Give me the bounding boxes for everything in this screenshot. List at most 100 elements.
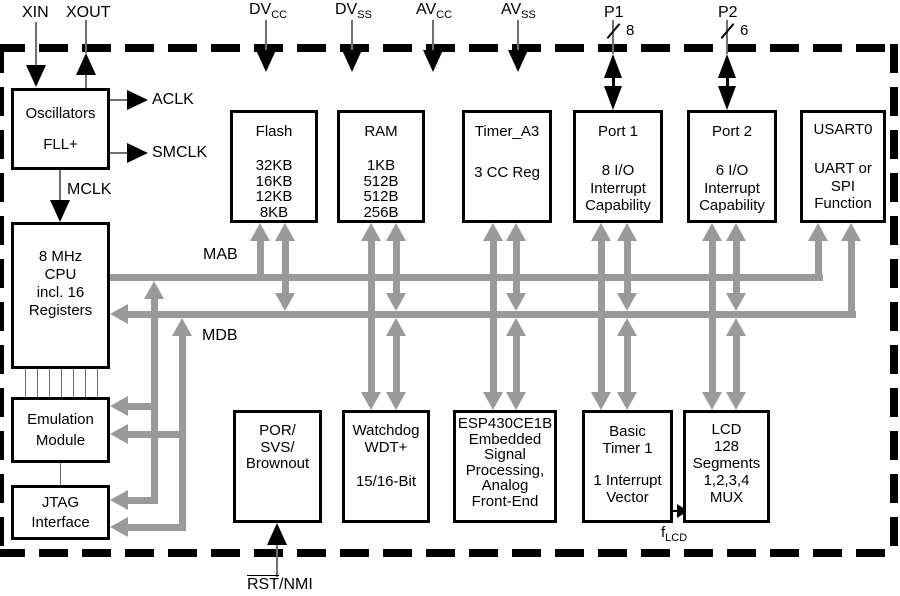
- dvcc-arrowhead-down: [256, 50, 276, 72]
- cpu-emulation-wire: [61, 369, 62, 397]
- timer-a3-title: Timer_A3: [474, 123, 540, 140]
- port1-mdb-arrowhead-up: [617, 223, 637, 241]
- avcc-pin-label: AVCC: [416, 1, 453, 21]
- emulation-module-block: Emulation Module: [11, 397, 110, 463]
- lcd-mdb-arrowhead-up: [726, 318, 746, 336]
- oscillators-block: Oscillators FLL+: [11, 88, 110, 170]
- mdb-usart0-arrowhead-up: [841, 223, 861, 241]
- p1-bus-width: 8: [626, 22, 635, 39]
- flash-mdb-shaft: [282, 241, 289, 293]
- p2-arrowhead-up: [718, 54, 736, 78]
- avcc-line: [432, 20, 434, 50]
- jtag-arrowhead-left-2: [110, 517, 128, 537]
- por-svs-brownout-block: POR/ SVS/ Brownout: [233, 410, 322, 523]
- p2-pin-label: P2: [718, 4, 738, 21]
- ram-mdb-arrowhead-down: [386, 293, 406, 311]
- emu-mab-drop: [151, 297, 158, 504]
- xout-line-upper: [85, 20, 87, 53]
- emulation-body: Emulation Module: [27, 411, 94, 449]
- aclk-arrowhead-right: [127, 90, 148, 110]
- timera3-mdb-arrowhead-up: [506, 223, 526, 241]
- emu-mdb-drop: [179, 334, 186, 531]
- dvcc-line: [265, 20, 267, 50]
- ram-mab-arrowhead-up: [361, 223, 381, 241]
- lcd-mab-arrowhead-down: [702, 392, 722, 410]
- avss-line: [517, 20, 519, 50]
- flash-mdb-arrowhead-up: [275, 223, 295, 241]
- ram-mdb-arrowhead-up: [386, 223, 406, 241]
- rst-nmi-pin-label: RST/NMI: [247, 576, 313, 593]
- mclk-label: MCLK: [67, 181, 112, 198]
- rst-line: [276, 545, 278, 577]
- port1-title: Port 1: [597, 123, 639, 140]
- smclk-label: SMCLK: [152, 144, 208, 161]
- flash-mab-shaft: [257, 241, 264, 274]
- ram-mdb-shaft: [393, 241, 400, 293]
- port2-mdb-arrowhead-down: [726, 293, 746, 311]
- port2-block: Port 2 6 I/O Interrupt Capability: [687, 110, 777, 223]
- esp430-mab-arrowhead-down: [483, 392, 503, 410]
- flcd-label: fLCD: [661, 524, 688, 544]
- timer-a3-body: 3 CC Reg: [474, 164, 540, 182]
- avcc-arrowhead-down: [423, 50, 443, 72]
- basic-timer1-block: Basic Timer 1 1 Interrupt Vector: [582, 410, 673, 523]
- cpu-emulation-wire: [73, 369, 74, 397]
- port2-mdb-shaft: [733, 241, 740, 293]
- xout-line-lower: [85, 75, 87, 88]
- avss-arrowhead-down: [508, 50, 528, 72]
- mdb-cpu-arrowhead-left: [110, 304, 128, 324]
- emu-mdb-arrowhead-up: [172, 318, 192, 336]
- p1-arrow-shaft: [612, 76, 615, 88]
- port2-body: 6 I/O Interrupt Capability: [699, 162, 765, 214]
- esp430-body: ESP430CE1B Embedded Signal Processing, A…: [457, 415, 553, 510]
- usart0-block: USART0 UART or SPI Function: [800, 110, 886, 223]
- por-body: POR/ SVS/ Brownout: [245, 422, 310, 472]
- emu-mab-arrowhead-up: [144, 281, 164, 299]
- flash-block: Flash 32KB 16KB 12KB 8KB: [230, 110, 318, 223]
- flash-body: 32KB 16KB 12KB 8KB: [255, 157, 293, 221]
- p2-arrowhead-down: [718, 86, 736, 110]
- mdb-bus-label: MDB: [202, 327, 238, 344]
- esp430-mdb-arrowhead-up: [506, 318, 526, 336]
- watchdog-mab-arrowhead-down: [361, 392, 381, 410]
- port2-mab-arrowhead-up: [702, 223, 722, 241]
- usart0-title: USART0: [813, 121, 873, 138]
- jtag-body: JTAG Interface: [31, 494, 90, 531]
- emu-mab-stub-emulation: [128, 403, 158, 410]
- esp430-mdb-shaft: [513, 336, 520, 392]
- ram-mab-shaft: [368, 241, 375, 392]
- lcd-mdb-arrowhead-down: [726, 392, 746, 410]
- basic-timer1-body: 1 Interrupt Vector: [593, 471, 662, 506]
- esp430-mdb-arrowhead-down: [506, 392, 526, 410]
- timera3-mdb-shaft: [513, 241, 520, 293]
- dvss-line: [351, 20, 353, 50]
- ram-title: RAM: [364, 123, 398, 140]
- basictimer-mdb-shaft: [624, 336, 631, 392]
- smclk-arrowhead-right: [127, 143, 148, 163]
- oscillators-body: FLL+: [43, 135, 78, 153]
- basictimer-mdb-arrowhead-up: [617, 318, 637, 336]
- p2-bus-width: 6: [740, 22, 749, 39]
- port2-mdb-arrowhead-up: [726, 223, 746, 241]
- xin-line: [35, 22, 37, 65]
- watchdog-block: Watchdog WDT+ 15/16-Bit: [342, 410, 430, 523]
- flash-mab-arrowhead-up: [250, 223, 270, 241]
- emulation-arrowhead-left-2: [110, 424, 128, 444]
- emulation-arrowhead-left-1: [110, 396, 128, 416]
- mclk-arrowhead-down: [50, 200, 70, 222]
- p2-line: [726, 20, 728, 54]
- cpu-emulation-wire: [37, 369, 38, 397]
- watchdog-mdb-arrowhead-down: [386, 392, 406, 410]
- cpu-emulation-wire: [25, 369, 26, 397]
- oscillators-title: Oscillators: [25, 105, 96, 123]
- timera3-mab-arrowhead-up: [483, 223, 503, 241]
- port1-mab-shaft: [598, 241, 605, 392]
- chip-border-right: [890, 44, 898, 557]
- flash-title: Flash: [255, 123, 293, 140]
- mab-usart0-riser: [815, 241, 822, 281]
- watchdog-body: 15/16-Bit: [355, 473, 417, 490]
- lcd-body: LCD 128 Segments 1,2,3,4 MUX: [692, 421, 761, 507]
- port2-title: Port 2: [711, 123, 753, 140]
- smclk-line: [110, 152, 127, 154]
